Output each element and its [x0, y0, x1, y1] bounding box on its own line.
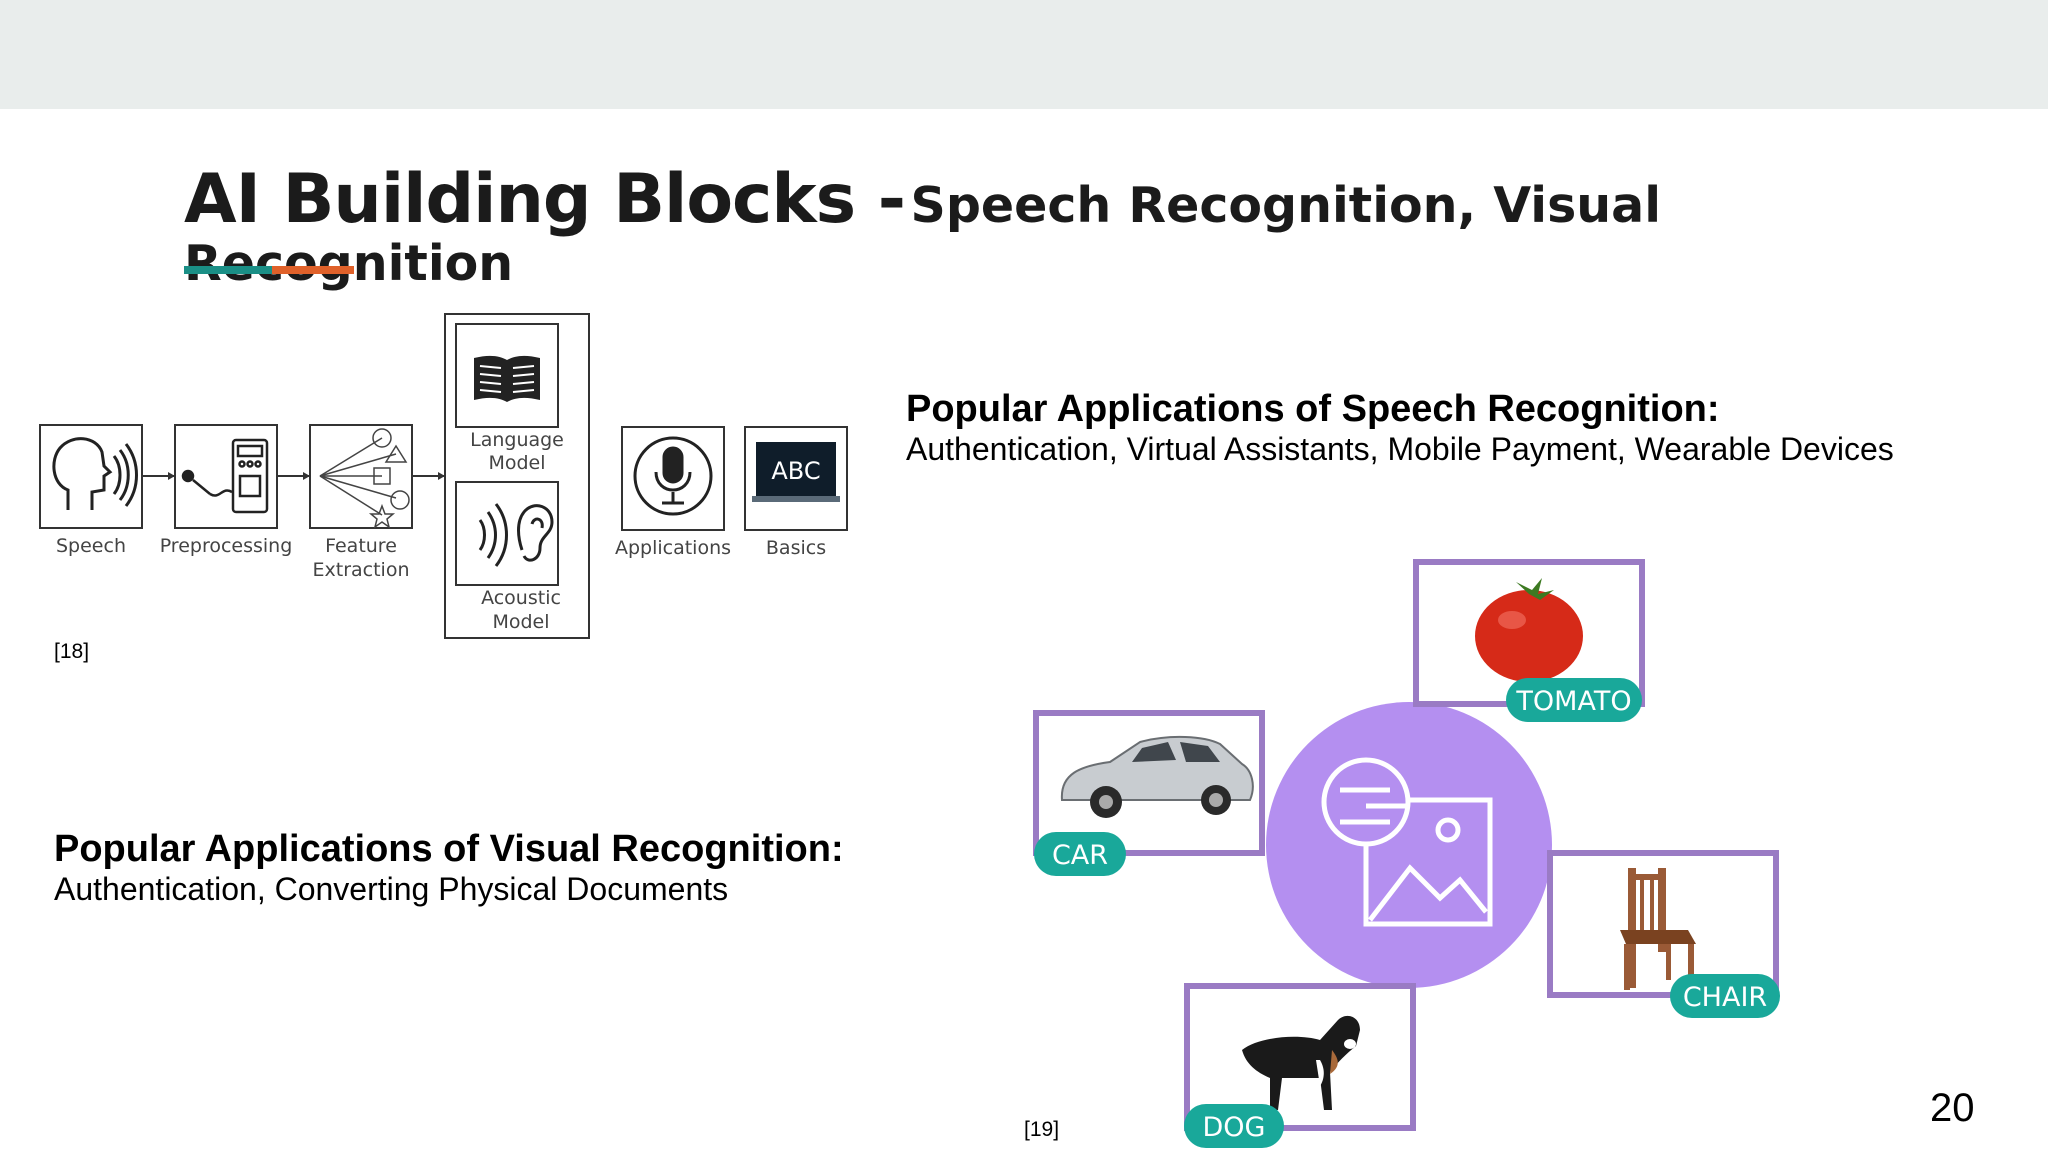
accent-bar-teal: [184, 266, 272, 274]
acoustic-model-box: [455, 481, 559, 586]
ear-soundwave-icon: [478, 503, 554, 567]
slide-title: AI Building Blocks - Speech Recognition,…: [184, 160, 1684, 292]
step-label-feature: Feature: [325, 535, 397, 557]
microphone-chip-icon: [181, 438, 269, 514]
speech-apps-text: Authentication, Virtual Assistants, Mobi…: [906, 431, 1894, 467]
recognition-circle: [1266, 702, 1552, 988]
step-label-basics: Basics: [766, 537, 826, 559]
car-tag: CAR: [1034, 832, 1126, 876]
accent-bar-orange: [272, 266, 354, 274]
visual-apps-heading: Popular Applications of Visual Recogniti…: [54, 828, 844, 870]
step-label-acoustic-model: Model: [492, 611, 549, 633]
tomato-tag: TOMATO: [1506, 678, 1642, 722]
title-main: AI Building Blocks -: [184, 160, 906, 239]
basics-step-box: [744, 426, 848, 531]
chair-label: CHAIR: [1683, 982, 1767, 1013]
speech-apps-heading: Popular Applications of Speech Recogniti…: [906, 388, 1720, 430]
top-band: [0, 0, 2048, 109]
feature-network-icon: [319, 428, 410, 529]
step-label-applications: Applications: [615, 537, 731, 559]
step-label-language: Language: [470, 429, 564, 451]
speech-apps-block: Popular Applications of Speech Recogniti…: [906, 388, 1894, 468]
citation-19: [19]: [1024, 1118, 1060, 1141]
applications-step-box: [621, 426, 725, 531]
step-label-preprocessing: Preprocessing: [160, 535, 293, 557]
visual-recognition-diagram: TOMATO CAR CHAIR DOG: [1033, 559, 1780, 1148]
chalkboard-abc-icon: ABC: [752, 442, 840, 502]
title-sub: Speech Recognition, Visual: [910, 177, 1662, 234]
dog-image: [1242, 1015, 1360, 1110]
tomato-label: TOMATO: [1515, 686, 1631, 717]
microphone-icon: [633, 436, 713, 516]
chair-tag: CHAIR: [1670, 974, 1780, 1018]
citation-18: [18]: [54, 640, 90, 663]
visual-apps-block: Popular Applications of Visual Recogniti…: [54, 828, 844, 908]
car-image: [1060, 735, 1254, 818]
dog-tag: DOG: [1184, 1104, 1284, 1148]
speech-pipeline-diagram: ABC Speech Preprocessing Feature Extract…: [39, 313, 848, 639]
step-label-extraction: Extraction: [313, 559, 410, 581]
step-label-acoustic: Acoustic: [481, 587, 561, 609]
open-book-icon: [474, 355, 540, 402]
chalkboard-abc-text: ABC: [771, 457, 820, 485]
chair-image: [1620, 868, 1696, 990]
language-model-box: [455, 323, 559, 428]
step-label-speech: Speech: [56, 535, 126, 557]
visual-apps-text: Authentication, Converting Physical Docu…: [54, 871, 729, 907]
speaking-head-icon: [52, 437, 138, 510]
step-label-language-model: Model: [488, 452, 545, 474]
dog-label: DOG: [1203, 1112, 1266, 1143]
car-label: CAR: [1052, 840, 1108, 871]
tomato-image: [1475, 578, 1583, 682]
page-number: 20: [1930, 1086, 1975, 1130]
image-recognition-icon: [1321, 757, 1493, 927]
title-sub-line2: Recognition: [184, 235, 514, 292]
